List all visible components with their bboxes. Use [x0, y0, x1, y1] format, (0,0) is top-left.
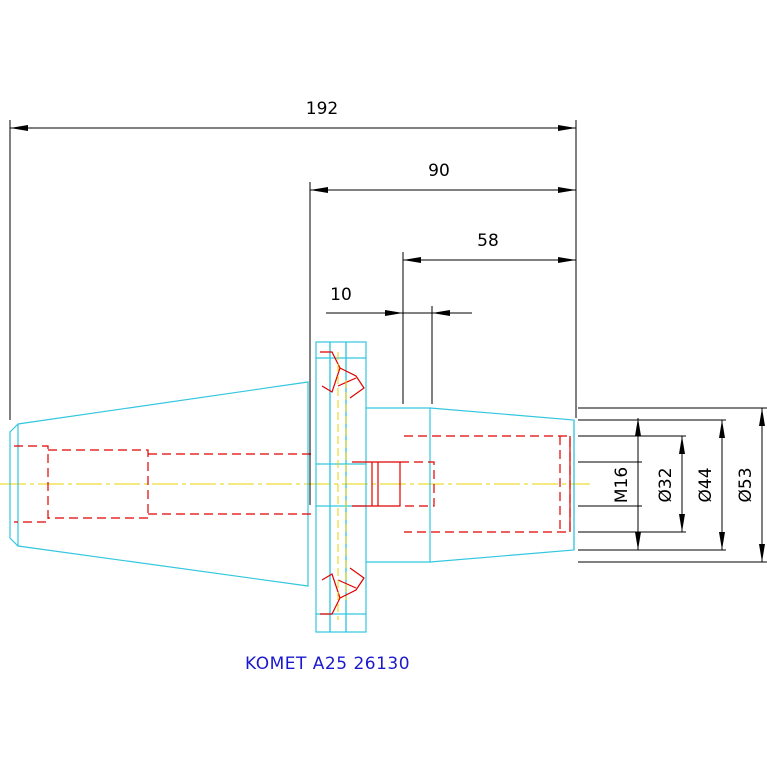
flange-left: [315, 341, 331, 633]
part-label: KOMET A25 26130: [245, 654, 410, 674]
dim-collar: 10: [330, 285, 352, 305]
hidden-lines: [14, 351, 571, 615]
tool-outline: [9, 341, 575, 633]
flange-right: [345, 341, 367, 633]
dim-thread: M16: [612, 467, 632, 503]
dim-flange-to-end: 90: [428, 161, 450, 181]
dim-shank-length: 58: [477, 231, 499, 251]
dim-overall-length: 192: [306, 99, 338, 119]
dimension-lines: [9, 120, 767, 563]
dim-diameter-44: Ø44: [696, 467, 716, 502]
dim-diameter-53: Ø53: [736, 467, 756, 502]
collar: [366, 407, 431, 563]
dim-diameter-32: Ø32: [656, 467, 676, 502]
nose-taper: [429, 407, 575, 563]
